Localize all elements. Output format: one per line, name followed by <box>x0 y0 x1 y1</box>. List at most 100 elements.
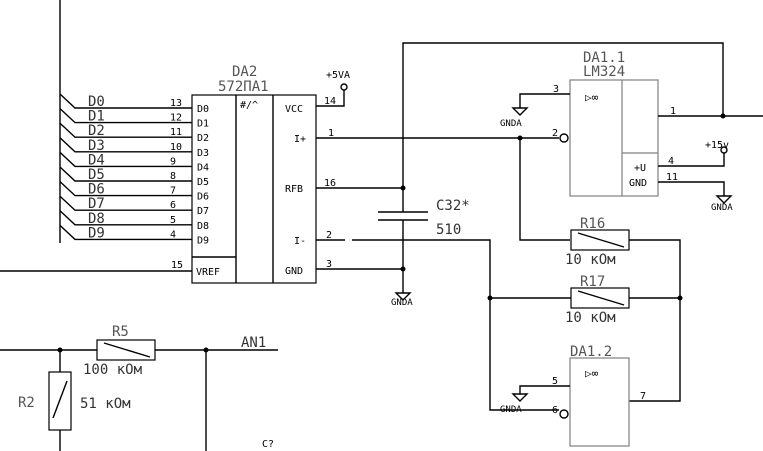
bus-signal-label: D1 <box>88 109 105 125</box>
pin-label: D1 <box>197 119 209 130</box>
opamp-symbol: ▷∞ <box>585 91 599 104</box>
svg-text:1: 1 <box>670 106 676 117</box>
pin-number: 8 <box>170 171 176 182</box>
bus-entry-wire <box>59 210 192 226</box>
inverting-input-bubble <box>559 133 569 143</box>
pin-label: D0 <box>197 104 209 115</box>
svg-text:7: 7 <box>640 391 646 402</box>
da1-1-ref: DA1.1 <box>583 50 625 66</box>
r17-ref: R17 <box>580 274 605 290</box>
pin-number: 9 <box>170 156 176 167</box>
svg-text:16: 16 <box>324 178 336 189</box>
svg-text:GNDA: GNDA <box>500 119 522 129</box>
pin-number: 10 <box>170 142 182 153</box>
c32-ref: C32* <box>436 198 470 214</box>
bus-entry-wire <box>59 122 192 138</box>
pin-label: D6 <box>197 192 209 203</box>
power-5va-terminal <box>340 83 348 91</box>
svg-text:GNDA: GNDA <box>391 298 413 308</box>
r16-value: 10 кОм <box>565 252 616 268</box>
svg-text:2: 2 <box>326 230 332 241</box>
bus-signal-label: D0 <box>88 94 105 110</box>
pin-number: 6 <box>170 200 176 211</box>
svg-text:4: 4 <box>668 156 674 167</box>
svg-text:3: 3 <box>326 259 332 270</box>
r2-value: 51 кОм <box>80 396 131 412</box>
pin-number: 7 <box>170 186 176 197</box>
gnda-icon <box>511 107 529 116</box>
svg-text:2: 2 <box>552 128 558 139</box>
da1-2-ref: DA1.2 <box>570 344 612 360</box>
bus-signal-label: D3 <box>88 138 105 154</box>
pin-number: 13 <box>170 98 182 109</box>
da2-iplus-label: I+ <box>294 134 306 145</box>
da1-1-part: LM324 <box>583 64 625 80</box>
c-unknown-ref: C? <box>262 439 274 450</box>
gnda-icon <box>511 393 529 402</box>
pin-num-vref: 15 <box>171 260 183 271</box>
bus-entry-wire <box>59 137 192 153</box>
pin-number: 5 <box>170 215 176 226</box>
bus-entry-wire <box>59 195 192 211</box>
da2-vcc-label: VCC <box>285 104 303 115</box>
pin-number: 12 <box>170 113 182 124</box>
bus-signal-label: D5 <box>88 167 105 183</box>
bus-signal-label: D6 <box>88 182 105 198</box>
bus-entry-wire <box>59 151 192 168</box>
pin-label: D7 <box>197 206 209 217</box>
r17-value: 10 кОм <box>565 310 616 326</box>
da2-part: 572ПА1 <box>218 79 269 95</box>
svg-text:1: 1 <box>328 128 334 139</box>
pin-label: D9 <box>197 235 209 246</box>
pin-number: 11 <box>170 127 182 138</box>
svg-text:6: 6 <box>552 405 558 416</box>
svg-text:5: 5 <box>552 376 558 387</box>
pin-label: D2 <box>197 133 209 144</box>
da2-body <box>191 94 317 284</box>
r5-value: 100 кОм <box>83 362 143 378</box>
gnda-icon <box>715 195 733 204</box>
svg-text:+U: +U <box>634 163 646 174</box>
da2-vref-label: VREF <box>196 267 220 278</box>
svg-text:14: 14 <box>324 96 336 107</box>
da1-1-body <box>569 79 659 197</box>
gnda-icon <box>394 292 412 301</box>
bus-entry-wire <box>59 166 192 182</box>
r5-ref: R5 <box>112 324 129 340</box>
da2-rfb-label: RFB <box>285 184 303 195</box>
bus-signal-label: D9 <box>88 225 105 241</box>
svg-text:▷∞: ▷∞ <box>585 367 599 380</box>
svg-text:GNDA: GNDA <box>500 405 522 415</box>
svg-text:3: 3 <box>553 84 559 95</box>
bus-signal-label: D8 <box>88 211 105 227</box>
bus-entry-wire <box>59 93 192 109</box>
bus-entry-wire <box>59 181 192 197</box>
svg-text:GND: GND <box>629 178 647 189</box>
da1-2-body <box>569 357 630 447</box>
pin-label: D3 <box>197 148 209 159</box>
r2-ref: R2 <box>18 395 35 411</box>
bus-entry-wire <box>59 224 192 241</box>
pin-label: D5 <box>197 177 209 188</box>
bus-entry-wire <box>59 108 192 124</box>
da2-ref: DA2 <box>232 64 257 80</box>
bus-signal-label: D4 <box>88 152 105 168</box>
svg-text:GNDA: GNDA <box>711 203 733 213</box>
da2-gnd-label: GND <box>285 266 303 277</box>
da2-middle-label: #/^ <box>240 100 258 111</box>
bus-signal-label: D7 <box>88 196 105 212</box>
c32-value: 510 <box>436 222 461 238</box>
svg-text:11: 11 <box>666 172 678 183</box>
svg-text:+15v: +15v <box>705 140 729 151</box>
power-5va-label: +5VA <box>326 70 350 81</box>
da2-iminus-label: I- <box>294 236 306 247</box>
pin-number: 4 <box>170 229 176 240</box>
pin-label: D8 <box>197 221 209 232</box>
net-an1: AN1 <box>241 335 266 351</box>
bus-signal-label: D2 <box>88 123 105 139</box>
pin-label: D4 <box>197 162 209 173</box>
r16-ref: R16 <box>580 216 605 232</box>
